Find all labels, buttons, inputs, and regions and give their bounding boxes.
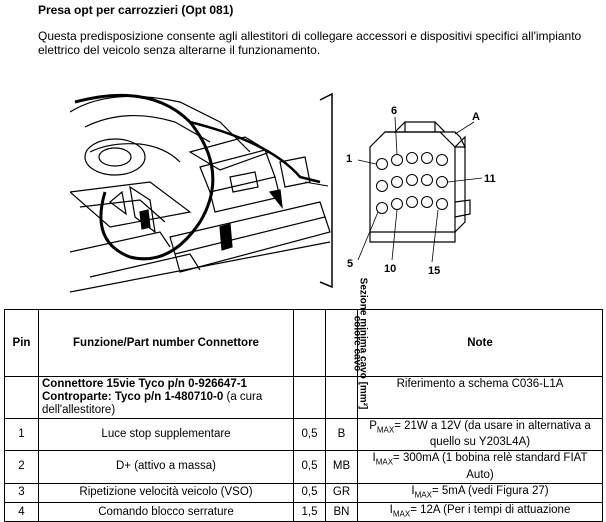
vehicle-interior-drawing xyxy=(70,95,331,293)
connector-figure: 6 A 1 11 5 10 15 xyxy=(70,82,590,302)
table-header-row: Pin Funzione/Part number Connettore Sezi… xyxy=(4,277,603,409)
callout-10: 10 xyxy=(384,263,396,275)
callout-11: 11 xyxy=(484,173,496,185)
header-function: Funzione/Part number Connettore xyxy=(38,309,294,377)
callout-6: 6 xyxy=(391,105,397,117)
connector-row: Connettore 15vie Tyco p/n 0-926647-1 Con… xyxy=(4,376,603,419)
intro-paragraph: Questa predisposizione consente agli all… xyxy=(38,29,582,57)
section-title: Presa opt per carrozzieri (Opt 081) xyxy=(38,3,234,17)
header-pin: Pin xyxy=(4,309,39,377)
header-color: colore cavo xyxy=(325,309,362,377)
connector-description: Connettore 15vie Tyco p/n 0-926647-1 Con… xyxy=(38,376,294,419)
table-row: 2 D+ (attivo a massa) 0,5 MB IMAX= 300mA… xyxy=(4,450,603,484)
table-row: 3 Ripetizione velocità veicolo (VSO) 0,5… xyxy=(4,482,603,503)
callout-5: 5 xyxy=(347,258,353,270)
connector-note: Riferimento a schema C036-L1A xyxy=(357,376,603,419)
callout-1: 1 xyxy=(346,153,352,165)
header-section: Sezione minima cavo [mm²] xyxy=(293,277,368,409)
callout-15: 15 xyxy=(428,265,440,277)
table-row: 1 Luce stop supplementare 0,5 B PMAX= 21… xyxy=(4,417,603,452)
callout-a: A xyxy=(472,111,480,123)
header-notes: Note xyxy=(357,309,603,377)
table-row: 4 Comando blocco serrature 1,5 BN IMAX= … xyxy=(4,501,603,522)
pin-assignment-table: Pin Funzione/Part number Connettore Sezi… xyxy=(4,277,603,522)
connector-15-pin-drawing xyxy=(357,116,483,263)
